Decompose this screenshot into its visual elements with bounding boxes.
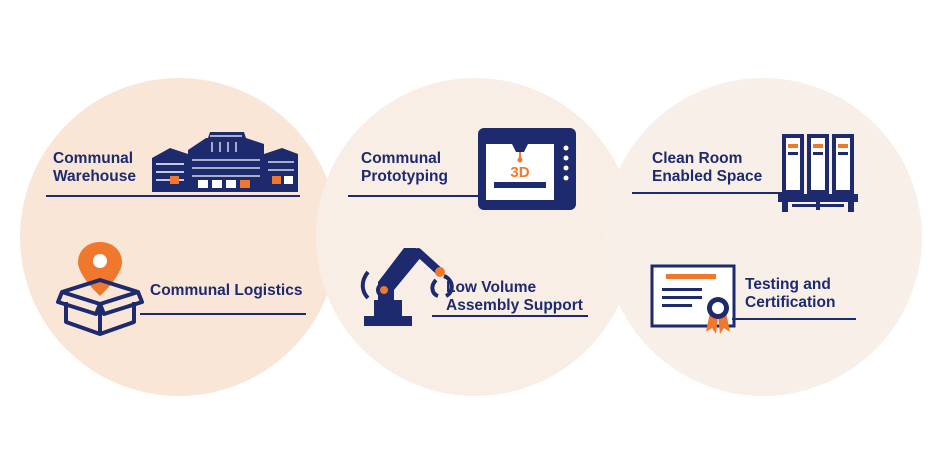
3d-printer-icon: 3D xyxy=(478,128,576,210)
testing-underline xyxy=(732,318,856,320)
clean-room-label: Clean Room Enabled Space xyxy=(652,150,763,185)
printer-3d-badge: 3D xyxy=(510,164,529,181)
low-volume-assembly-label: Low Volume Assembly Support xyxy=(446,279,583,314)
cleanroom-testing-circle xyxy=(604,78,922,396)
certificate-icon xyxy=(650,264,736,334)
assembly-underline xyxy=(432,315,588,317)
prototyping-assembly-circle xyxy=(316,78,634,396)
robotic-arm-icon xyxy=(360,248,454,326)
communal-prototyping-label: Communal Prototyping xyxy=(361,150,448,185)
warehouse-underline xyxy=(46,195,300,197)
logistics-underline xyxy=(140,313,306,315)
prototyping-underline xyxy=(348,195,478,197)
clean-room-underline xyxy=(632,192,782,194)
warehouse-icon xyxy=(152,132,298,192)
communal-warehouse-label: Communal Warehouse xyxy=(53,150,136,185)
clean-room-cabinet-icon xyxy=(778,134,858,212)
testing-certification-label: Testing and Certification xyxy=(745,276,836,311)
warehouse-logistics-circle xyxy=(20,78,338,396)
communal-logistics-label: Communal Logistics xyxy=(150,282,303,299)
package-location-icon xyxy=(56,242,144,336)
